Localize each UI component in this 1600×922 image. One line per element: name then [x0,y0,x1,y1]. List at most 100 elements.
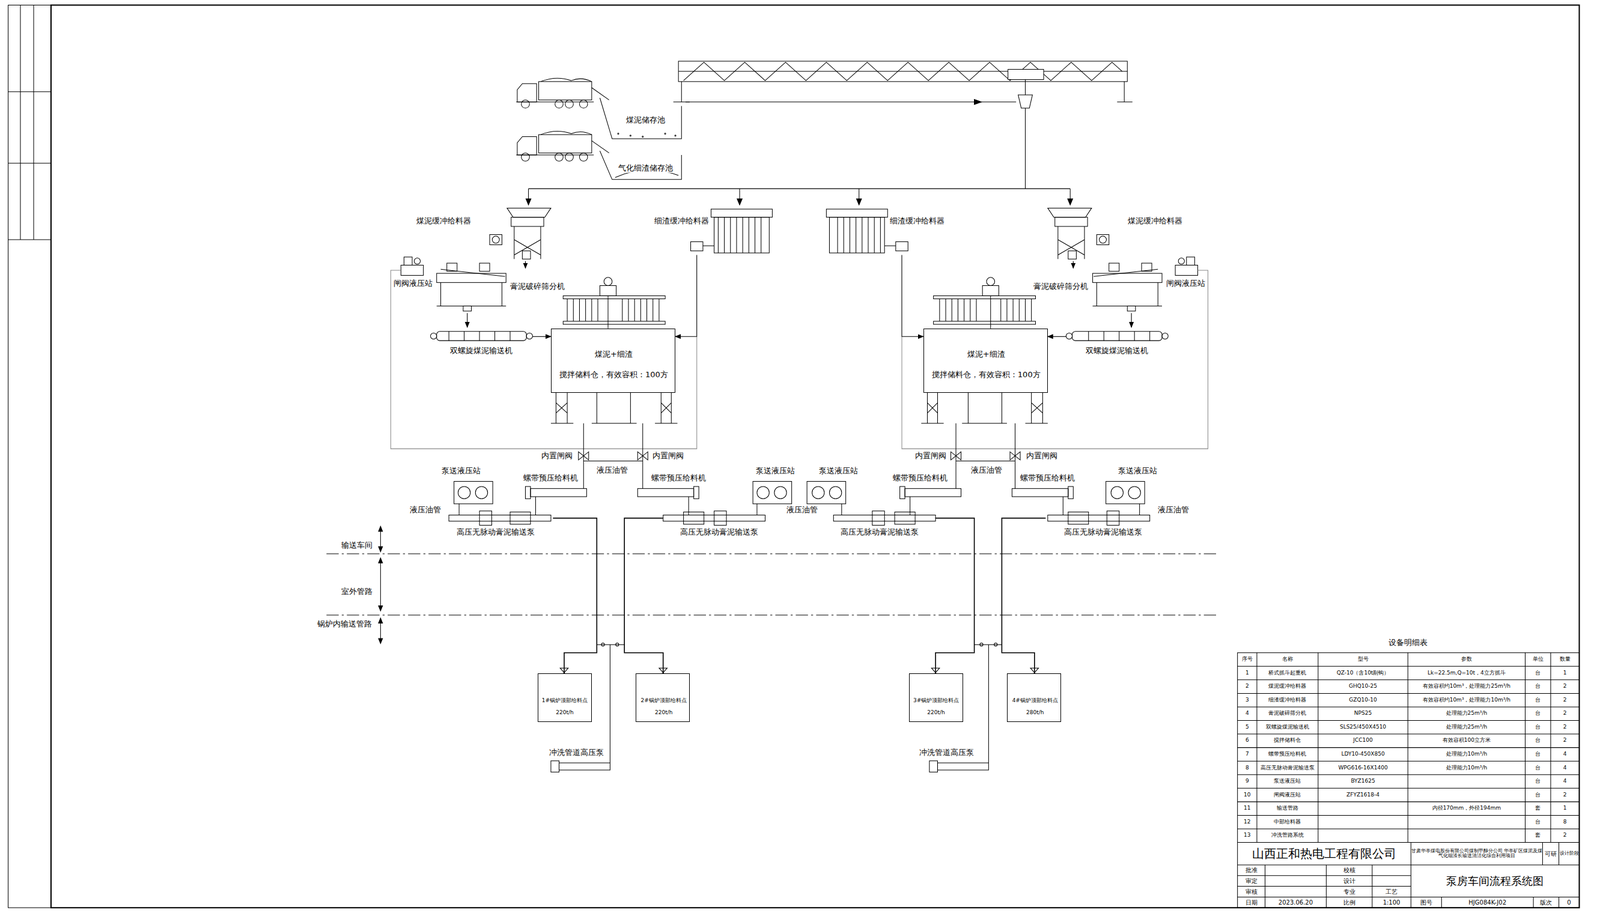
flow-arrow [901,255,924,338]
process-half [603,277,613,286]
process-half [637,488,694,497]
table-cell: 2 [1237,680,1257,694]
process-half [711,209,773,218]
pipe-line [935,518,975,674]
node-label: 高压无脉动膏泥输送泵 [455,528,536,538]
table-cell: 处理能力10m³/h [1407,761,1525,776]
table-cell: 输送管路 [1256,802,1319,816]
drawing-title: 泵房车间流程系统图 [1410,865,1579,898]
callout-label: 泵送液压站 [1116,466,1159,476]
zone-lines [326,526,1220,644]
callout-label: 输送车间 [340,541,374,551]
bridge-crane [528,108,1071,204]
table-cell: JCC100 [1318,734,1408,749]
dump-truck [517,83,537,103]
node-label: 搅拌储料仓，有效容积：100方 [558,370,670,380]
title-block-cell: 0 [1559,897,1580,908]
node-label: 细渣缓冲给料器 [888,216,946,226]
process-half [567,299,660,322]
flush-pump: 冲洗管道高压泵 [910,745,993,777]
table-cell: 台 [1525,775,1551,789]
process-half [507,207,551,217]
buffer-feeder: 煤泥缓冲给料器 [1044,207,1188,262]
process-half [601,643,605,647]
screw-conveyor: 双螺旋煤泥输送机 [1065,327,1169,358]
table-cell: 13 [1237,829,1257,843]
node-label: 3#锅炉顶部给料点 [912,697,961,704]
flush-pump: 冲洗管道高压泵 [540,745,623,777]
process-half [492,236,500,244]
table-cell: 螺带预压给料机 [1256,748,1319,762]
table-cell: BYZ1625 [1318,775,1408,789]
process-half [511,217,544,227]
process-half [400,264,423,276]
table-cell: 1 [1550,666,1580,681]
flow-arrow [466,313,468,328]
table-cell: 4 [1550,761,1580,776]
process-half [436,331,527,341]
callout-label: 泵送液压站 [440,466,482,476]
node-label: 冲洗管道高压泵 [918,748,976,758]
table-cell: LDY10-450X850 [1318,748,1408,762]
callout-label: 泵送液压站 [817,466,860,476]
table-cell: 处理能力25m³/h [1407,720,1525,735]
table-cell: 4 [1550,748,1580,762]
bridge-crane [1008,69,1044,80]
dump-truck [538,81,592,101]
dump-truck [516,131,610,162]
table-cell: 处理能力10m³/h [1407,748,1525,762]
bridge-crane [1018,94,1033,109]
node-label: 4#锅炉顶部给料点 [1011,697,1060,704]
transfer-pump: 高压无脉动膏泥输送泵 [1045,507,1158,539]
process-half [522,251,531,260]
flow-arrow [1131,313,1132,328]
table-cell: 有效容积100立方米 [1407,734,1525,749]
table-cell: 台 [1525,666,1551,681]
bridge-crane [678,70,1128,72]
callout-label: 锅炉内输送管路 [316,620,374,630]
process-half [390,207,792,764]
callout-label: 液压油管 [595,465,630,475]
storage-pit: 气化细渣储存池 [612,155,680,178]
bridge-crane [673,81,1133,103]
table-cell: 数量 [1550,653,1580,667]
table-cell: 5 [1237,720,1257,735]
margin-strip [8,4,52,240]
table-cell: 7 [1237,748,1257,762]
process-half [599,285,616,296]
margin-strip [8,4,52,908]
process-half [562,295,666,299]
process-half [457,486,470,499]
bridge-crane [856,198,861,205]
storage-pit [599,97,682,180]
callout-label: 内置闸阀 [540,451,574,461]
table-cell: 2 [1550,720,1580,735]
callout-label: 内置闸阀 [651,451,685,461]
flush-pump-drawing [559,763,611,771]
table-cell: NPS25 [1318,707,1408,721]
table-cell: QZ-10（含10t副钩） [1318,666,1408,681]
process-half [479,511,492,526]
process-half [479,263,490,272]
process-half [454,481,494,504]
callout-label: 液压油管 [785,505,819,515]
node-label: 搅拌储料仓，有效容积：100方 [930,370,1042,380]
title-block-cell: 校核 [1326,865,1372,877]
table-cell: 8 [1550,815,1580,830]
storage-pit: 煤泥储存池 [612,106,680,136]
flush-pump-drawing [550,761,989,773]
transfer-pump: 高压无脉动膏泥输送泵 [441,507,554,539]
dump-truck [555,99,564,109]
title-block-cell: 山西正和热电工程有限公司 [1237,842,1412,866]
table-cell: GZQ10-10 [1318,693,1408,708]
callout-label: 泵送液压站 [754,466,797,476]
process-half [806,207,1208,764]
process-half [463,305,472,311]
bridge-crane [737,198,743,205]
table-cell: 1 [1550,802,1580,816]
callout-label: 螺带预压给料机 [1019,474,1077,484]
title-block-cell: 版次 [1533,897,1559,908]
table-cell: 台 [1525,815,1551,830]
table-cell: 泵送液压站 [1256,775,1319,789]
title-block-cell: HJG084K-J02 [1441,897,1534,908]
